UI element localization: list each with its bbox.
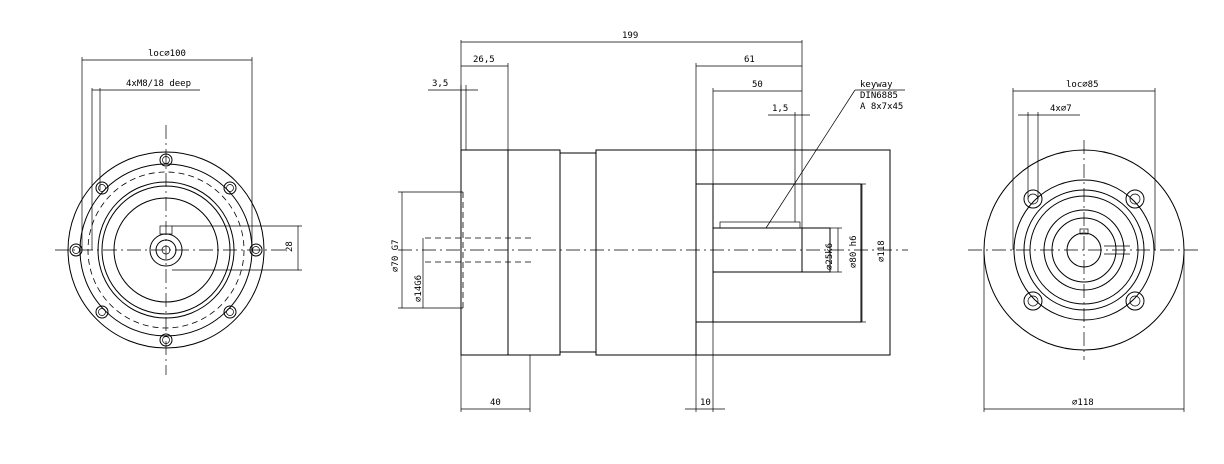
key-length-dim: 50: [752, 80, 763, 90]
flange-length-dim: 26,5: [473, 55, 495, 65]
input-diameter-dim: ⌀14G6: [414, 275, 424, 302]
right-holes-spec: 4x⌀7: [1050, 104, 1072, 114]
left-end-view: loc⌀100 4xM8/18 deep 28: [55, 49, 302, 375]
mounting-hole: [223, 181, 237, 195]
right-loc-diameter: loc⌀85: [1066, 80, 1099, 90]
mounting-hole: [95, 181, 109, 195]
left-height-dim: 28: [285, 241, 295, 252]
offset-dim: 3,5: [432, 79, 448, 89]
flange-thickness-dim: 10: [700, 398, 711, 408]
mounting-hole: [1125, 291, 1145, 311]
keyway-standard: DIN6885: [860, 91, 898, 101]
left-holes-spec: 4xM8/18 deep: [126, 79, 191, 89]
body-length-dim: 40: [490, 398, 501, 408]
bore-diameter-dim: ⌀70 G7: [391, 239, 401, 272]
mounting-hole: [249, 243, 263, 257]
shaft-length-dim: 61: [744, 55, 755, 65]
shaft-diameter-dim: ⌀25k6: [825, 243, 835, 270]
right-end-view: loc⌀85 4x⌀7 ⌀118: [968, 80, 1198, 412]
mounting-hole: [1125, 189, 1145, 209]
right-outer-diameter: ⌀118: [1072, 398, 1094, 408]
side-view: 199 26,5 3,5 61 50 1,5 keyway DIN6885 A …: [391, 31, 908, 412]
mounting-hole: [1023, 291, 1043, 311]
mounting-hole: [95, 305, 109, 319]
keyway-size: A 8x7x45: [860, 102, 903, 112]
keyway-label: keyway: [860, 80, 893, 90]
pilot-diameter-dim: ⌀80 h6: [849, 235, 859, 268]
key-offset-dim: 1,5: [772, 104, 788, 114]
left-loc-diameter: loc⌀100: [148, 49, 186, 59]
mounting-hole: [223, 305, 237, 319]
mounting-hole: [1023, 189, 1043, 209]
body-diameter-dim: ⌀118: [877, 240, 887, 262]
overall-length-dim: 199: [622, 31, 638, 41]
mounting-hole: [159, 153, 173, 167]
mounting-hole: [159, 333, 173, 347]
